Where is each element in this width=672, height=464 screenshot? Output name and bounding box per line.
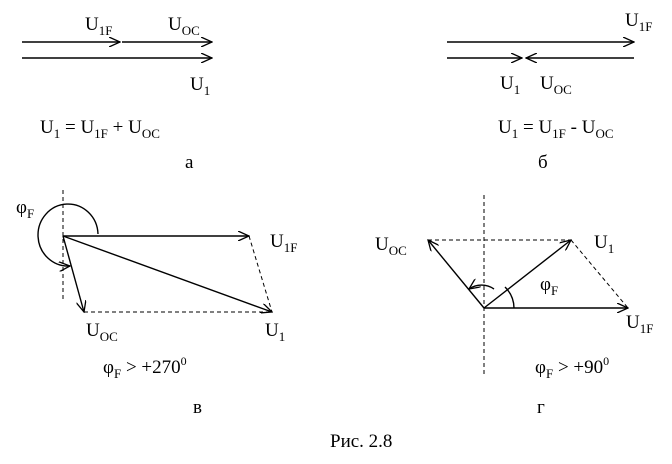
panel-g: UOC U1 φF U1F φF > +900 г — [375, 195, 653, 418]
parallelogram-right — [248, 235, 273, 313]
label-u1: U1 — [265, 320, 285, 344]
equation-b: U1 = U1F - UOC — [498, 117, 614, 141]
label-u1f: U1F — [85, 14, 112, 38]
label-uoc: UOC — [168, 14, 200, 38]
label-u1f: U1F — [626, 312, 653, 336]
label-u1: U1 — [190, 74, 210, 98]
condition-v: φF > +2700 — [103, 354, 187, 381]
label-u1f: U1F — [625, 10, 652, 34]
label-phi-f: φF — [540, 274, 558, 298]
panel-a: U1F UOC U1 U1 = U1F + UOC а — [22, 14, 212, 173]
vector-uoc-arrow — [62, 235, 84, 312]
figure-caption: Рис. 2.8 — [330, 431, 392, 452]
phi-angle-arc — [504, 286, 515, 309]
label-u1f: U1F — [270, 231, 297, 255]
vector-uoc-arrow — [428, 240, 485, 309]
label-uoc: UOC — [86, 320, 118, 344]
panel-b: U1F U1 UOC U1 = U1F - UOC б — [447, 10, 652, 173]
panel-label-b: б — [538, 152, 548, 173]
phase-angle-arc — [37, 203, 99, 266]
panel-v: φF U1F UOC U1 φF > +2700 в — [16, 190, 297, 418]
condition-g: φF > +900 — [535, 354, 609, 381]
rotation-arc — [469, 285, 495, 289]
vector-u1-arrow — [483, 240, 571, 309]
label-uoc: UOC — [540, 73, 572, 97]
vector-u1-arrow — [62, 235, 272, 312]
panel-label-v: в — [193, 397, 202, 418]
panel-label-g: г — [537, 397, 545, 418]
label-u1: U1 — [500, 73, 520, 97]
label-uoc: UOC — [375, 234, 407, 258]
equation-a: U1 = U1F + UOC — [40, 117, 160, 141]
label-phi-f: φF — [16, 197, 34, 221]
panel-label-a: а — [185, 152, 194, 173]
parallelogram-right — [570, 239, 629, 309]
label-u1: U1 — [594, 232, 614, 256]
